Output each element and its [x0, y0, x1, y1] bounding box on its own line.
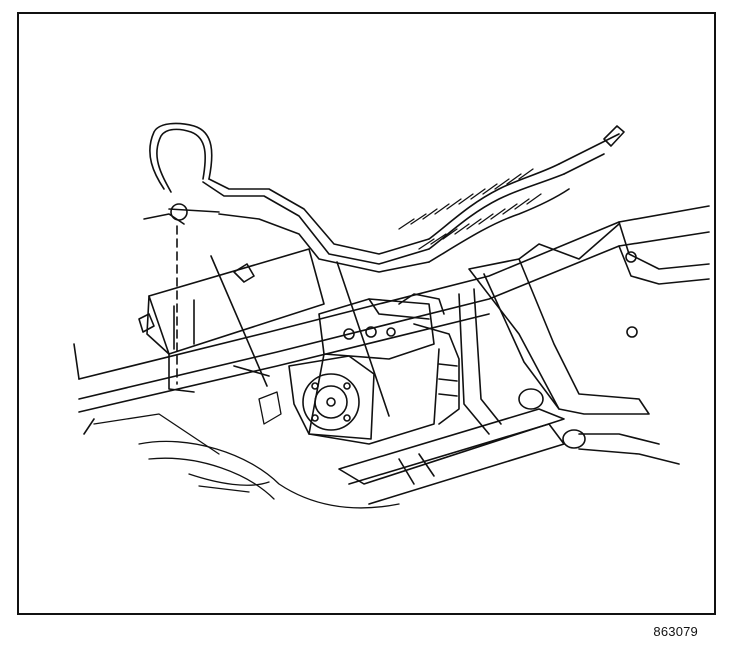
brake-pipes — [143, 122, 625, 273]
lower-hoses — [93, 391, 400, 509]
pipe-sleeves — [398, 168, 542, 250]
cross-member — [458, 223, 650, 435]
tank-bracket — [138, 248, 325, 393]
figure-number: 863079 — [653, 624, 698, 639]
lower-frame — [338, 388, 680, 505]
illustration-frame — [17, 12, 716, 615]
brake-line-diagram — [73, 122, 710, 509]
leader-lines — [210, 255, 390, 417]
abs-modulator — [288, 293, 460, 445]
frame-rail — [73, 205, 710, 435]
